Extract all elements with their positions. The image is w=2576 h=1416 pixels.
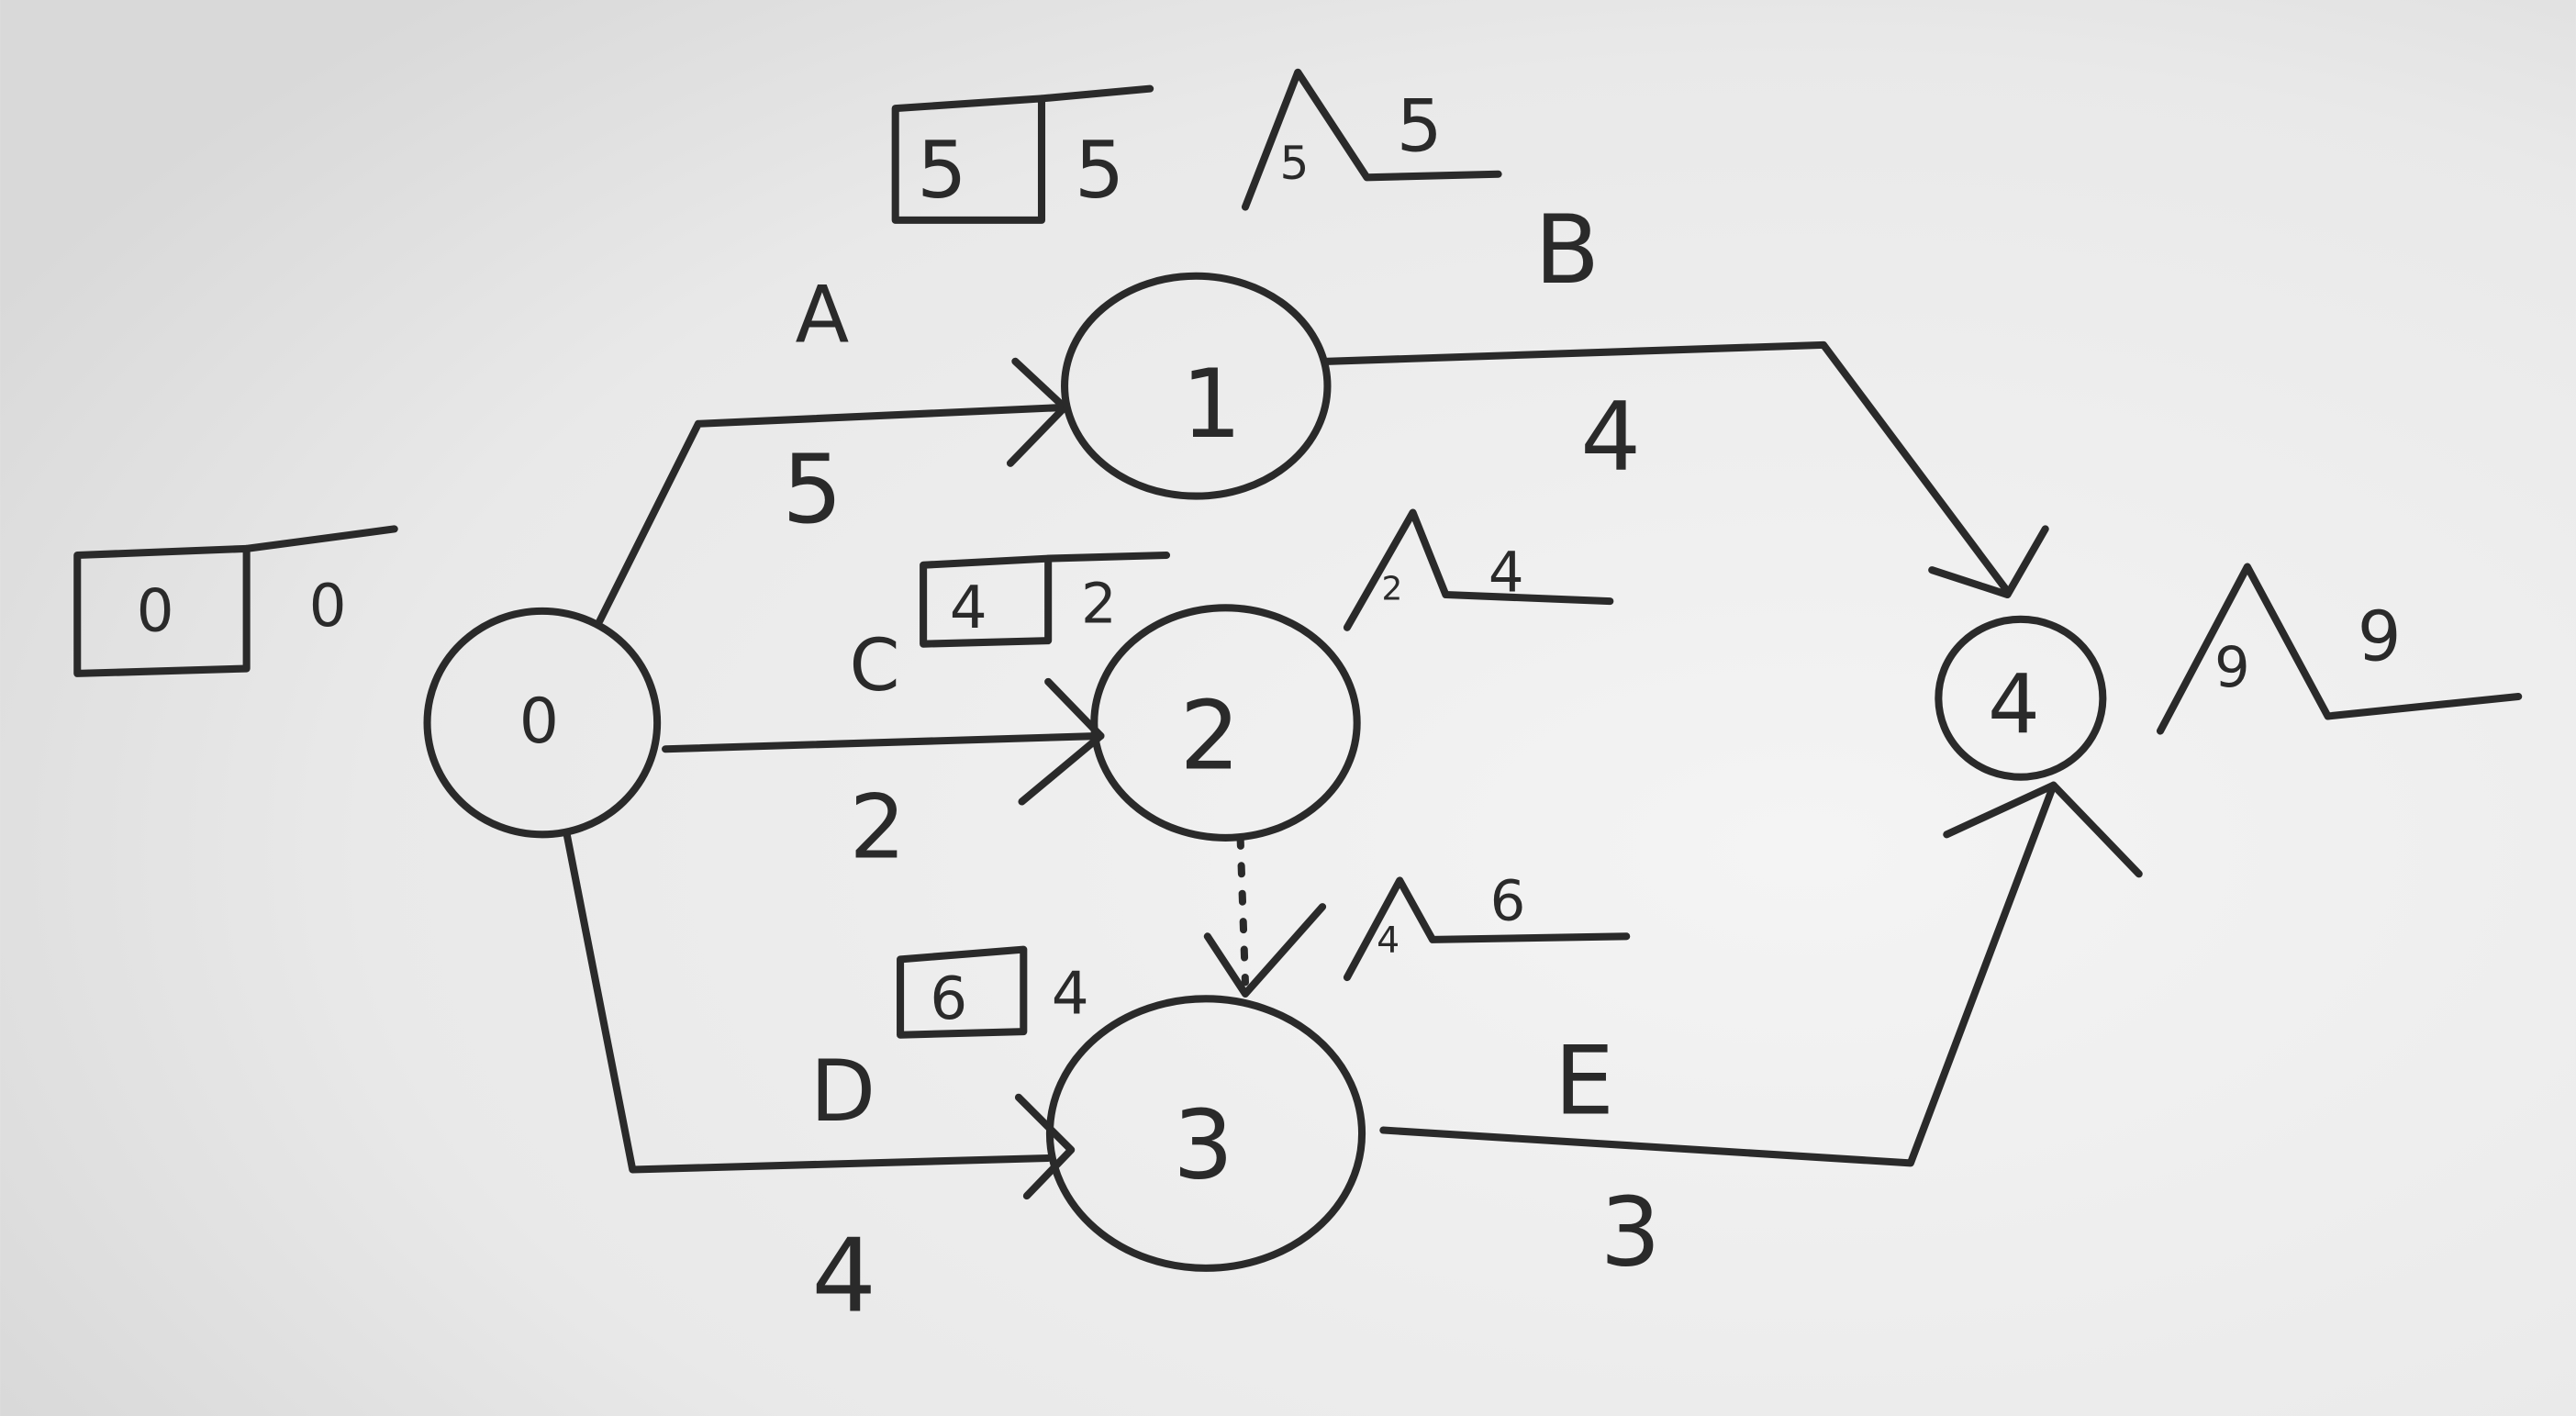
activity-c-name: C	[850, 623, 900, 708]
node-1-box	[891, 95, 1046, 224]
node-2-early-finish: 2	[1081, 572, 1117, 636]
activity-d-arrowhead	[1014, 1093, 1076, 1200]
node-3-triangle-value: 4	[1377, 920, 1400, 962]
activity-a-edge	[596, 403, 1069, 625]
node-0-early-start: 0	[137, 576, 174, 645]
node-3-triangle	[1343, 876, 1631, 982]
node-2-triangle	[1343, 508, 1614, 631]
node-0-circle	[423, 607, 662, 839]
dummy-arrowhead	[1203, 903, 1327, 998]
node-4-triangle	[2156, 563, 2523, 735]
node-2-label: 2	[1179, 682, 1240, 792]
node-1-circle	[1061, 272, 1332, 500]
node-4-triangle-value: 9	[2214, 636, 2250, 700]
node-1-early-start: 5	[917, 125, 967, 217]
node-2-early-start: 4	[950, 574, 987, 642]
node-4-label: 4	[1988, 657, 2040, 753]
node-0-start-box	[73, 544, 251, 677]
activity-d-duration: 4	[811, 1217, 876, 1335]
activity-c-duration: 2	[850, 775, 907, 878]
node-1-box-line	[1037, 84, 1154, 103]
node-3-circle	[1045, 995, 1366, 1272]
node-2-circle	[1090, 604, 1361, 842]
node-2-triangle-value: 2	[1382, 570, 1403, 608]
node-2-late: 4	[1489, 541, 1524, 605]
node-1-label: 1	[1181, 350, 1242, 460]
node-0-early-finish: 0	[309, 572, 347, 641]
node-3-label: 3	[1173, 1090, 1233, 1200]
dummy-dashed-edge	[1236, 833, 1249, 987]
activity-e-name: E	[1554, 1027, 1614, 1137]
activity-b-name: B	[1534, 195, 1600, 306]
node-3-box	[897, 945, 1028, 1039]
activity-a-name: A	[795, 269, 849, 361]
activity-a-duration: 5	[782, 435, 842, 545]
activity-b-arrowhead	[1928, 525, 2049, 599]
node-1-late: 5	[1397, 84, 1443, 169]
node-0-label: 0	[519, 686, 559, 758]
node-4-circle	[1935, 615, 2107, 781]
node-2-box-line	[1044, 552, 1171, 563]
activity-d-name: D	[810, 1042, 876, 1141]
activity-c-arrowhead	[1018, 677, 1105, 806]
node-1-triangle	[1241, 68, 1502, 211]
activity-b-duration: 4	[1580, 383, 1641, 493]
node-3-early-finish: 4	[1052, 959, 1089, 1028]
activity-c-edge	[662, 731, 1105, 753]
node-1-early-finish: 5	[1075, 125, 1125, 217]
node-0-start-line	[242, 525, 398, 552]
activity-e-duration: 3	[1600, 1177, 1661, 1288]
activity-e-arrowhead	[1943, 781, 2143, 878]
activity-d-edge	[563, 831, 1053, 1174]
node-3-late: 6	[1490, 869, 1526, 933]
node-3-early-start: 6	[930, 964, 967, 1033]
activity-e-edge	[1379, 781, 2057, 1167]
activity-b-edge	[1323, 340, 2012, 596]
node-2-box	[920, 554, 1053, 648]
node-4-late: 9	[2358, 597, 2402, 677]
node-1-triangle-value: 5	[1280, 136, 1310, 190]
